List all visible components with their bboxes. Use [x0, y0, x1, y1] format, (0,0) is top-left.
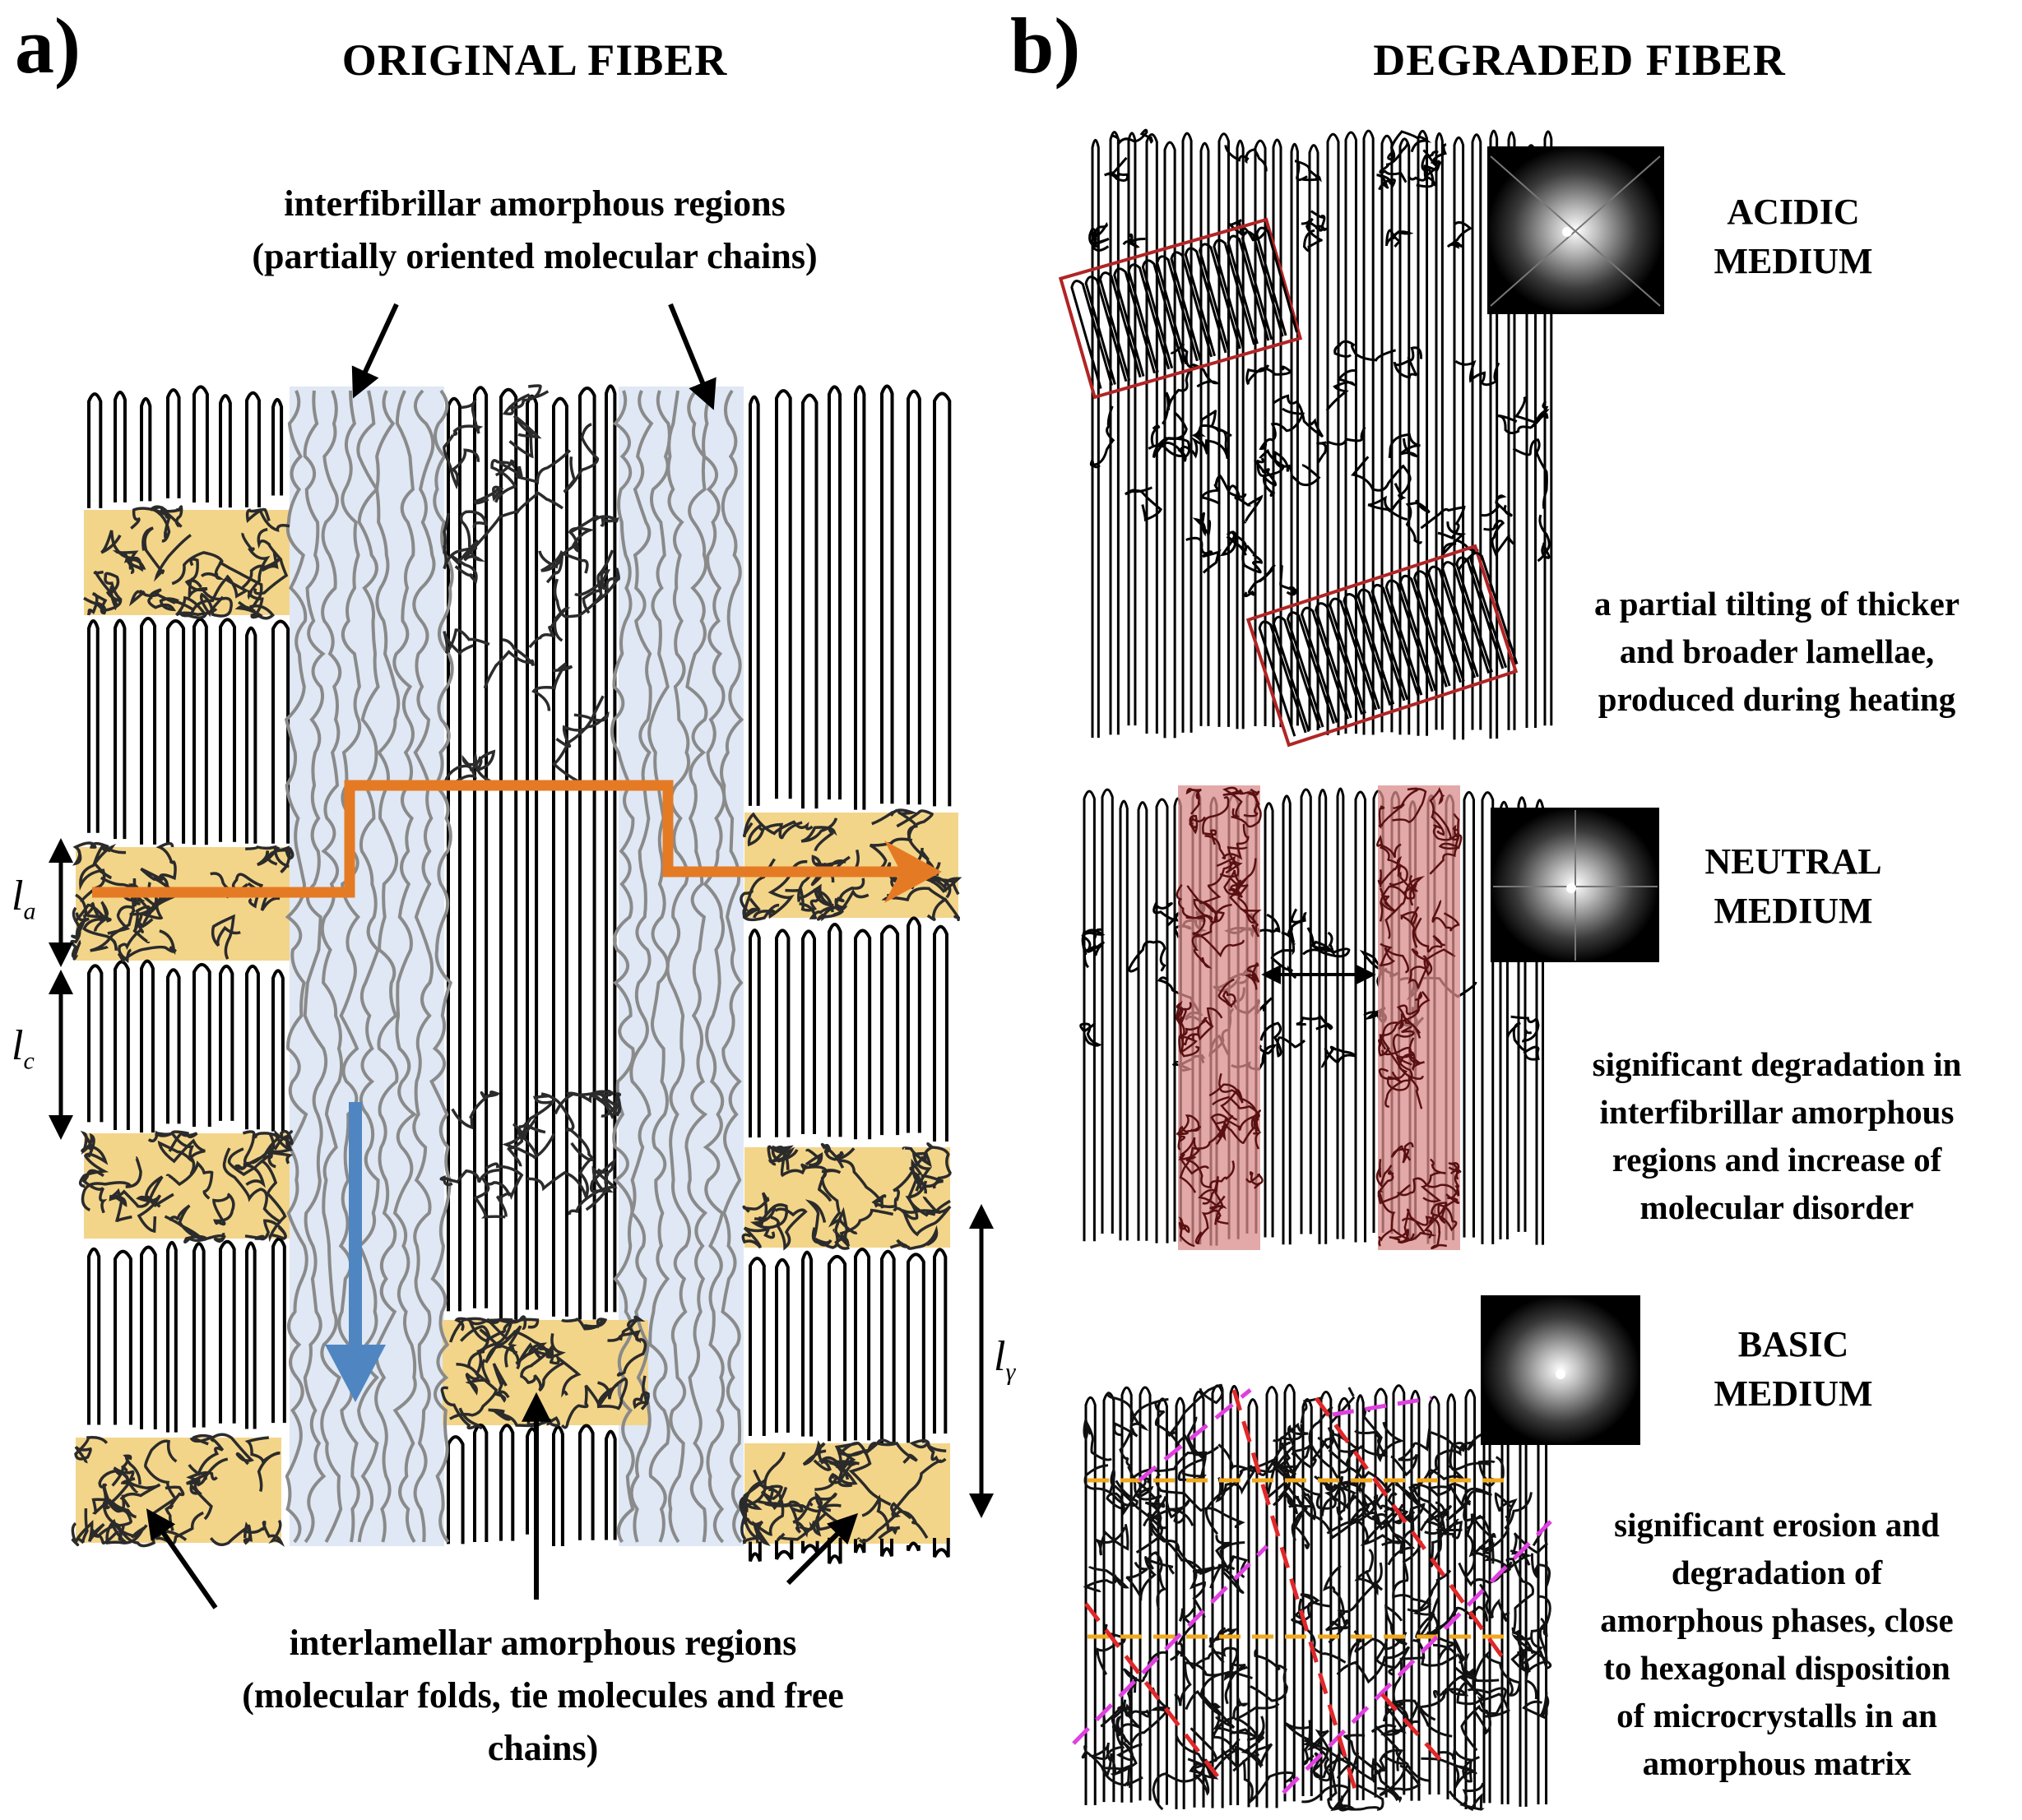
basic-note-line2: degradation of [1671, 1554, 1883, 1591]
panel-b-letter: b) [1010, 2, 1081, 90]
acidic-medium-line1: ACIDIC [1727, 192, 1860, 232]
pointer-interlamellar-left [146, 1508, 218, 1609]
pointer-interfibrillar-left [351, 303, 399, 399]
basic-note-line5: of microcrystalls in an [1616, 1697, 1937, 1734]
acidic-structure [1058, 128, 1664, 748]
neutral-chains [1079, 787, 1545, 1246]
blue-down-arrow [325, 1102, 386, 1402]
basic-note-line1: significant erosion and [1614, 1506, 1940, 1544]
panel-b-heading: DEGRADED FIBER [1373, 35, 1786, 85]
symbol-ly: lγ [994, 1333, 1016, 1386]
acidic-note-line2: and broader lamellae, [1619, 632, 1935, 670]
pointer-arrows [146, 303, 859, 1609]
tilted-lamellae-boxes [1058, 217, 1519, 748]
pointer-interlamellar-right [786, 1512, 859, 1586]
panel-a-heading: ORIGINAL FIBER [341, 35, 728, 85]
original-fiber-diagram [49, 303, 994, 1609]
neutral-note-line4: molecular disorder [1639, 1188, 1914, 1226]
interfibrillar-label-line2: (partially oriented molecular chains) [252, 236, 818, 276]
acidic-note-line1: a partial tilting of thicker [1593, 585, 1960, 623]
acidic-note-line3: produced during heating [1598, 680, 1956, 718]
dimension-arrows [49, 838, 994, 1518]
interlamellar-label-line3: chains) [487, 1728, 599, 1768]
neutral-note-line1: significant degradation in [1592, 1045, 1962, 1083]
basic-medium-line2: MEDIUM [1714, 1373, 1873, 1414]
panel-a-letter: a) [15, 2, 81, 90]
neutral-medium-line2: MEDIUM [1714, 891, 1873, 931]
basic-note-line6: amorphous matrix [1642, 1744, 1912, 1782]
basic-medium-line1: BASIC [1737, 1324, 1849, 1364]
neutral-note-line3: regions and increase of [1612, 1141, 1942, 1179]
orange-transport-arrow [92, 780, 942, 903]
amorphous-tangles [70, 384, 962, 1548]
degraded-fiber-diagram [1058, 128, 1664, 1812]
basic-note-line4: to hexagonal disposition [1603, 1649, 1950, 1687]
interlamellar-label-line2: (molecular folds, tie molecules and free [242, 1675, 844, 1716]
symbol-la: la [12, 873, 36, 925]
pointer-interfibrillar-right [668, 303, 717, 410]
neutral-note-line2: interfibrillar amorphous [1599, 1093, 1955, 1131]
neutral-medium-line1: NEUTRAL [1704, 841, 1882, 882]
molecular-chains [87, 384, 952, 1564]
acidic-medium-line2: MEDIUM [1714, 241, 1873, 281]
acidic-chains [1088, 128, 1553, 740]
neutral-structure [1079, 785, 1659, 1250]
basic-note-line3: amorphous phases, close [1600, 1601, 1954, 1639]
interlamellar-label-line1: interlamellar amorphous regions [289, 1623, 797, 1663]
symbol-lc: lc [12, 1022, 35, 1075]
basic-structure [1072, 1295, 1640, 1812]
interfibrillar-label-line1: interfibrillar amorphous regions [284, 183, 786, 224]
hexagonal-grid-lines [1072, 1388, 1552, 1798]
